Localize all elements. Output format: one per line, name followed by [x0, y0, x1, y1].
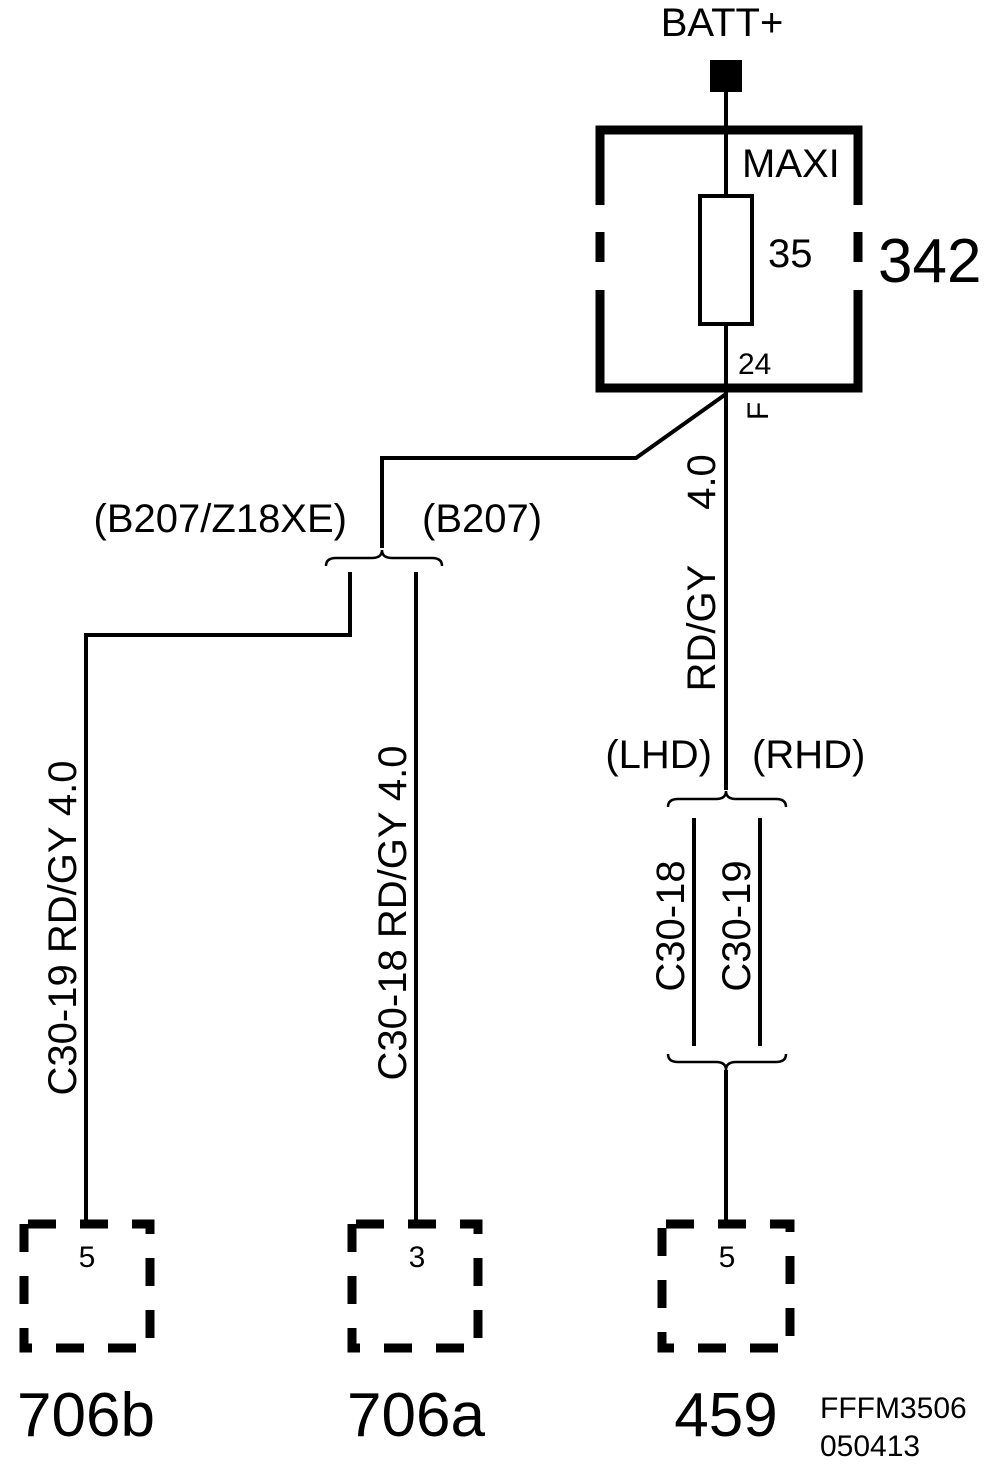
- connector-459-pin: 5: [719, 1241, 736, 1274]
- lhd-wire-label: C30-18: [649, 860, 693, 991]
- figure-code: FFFM3506: [820, 1392, 967, 1425]
- branch-706b-wire: [84, 572, 352, 1224]
- connector-706b: [19, 1219, 155, 1353]
- split-right-top-brace: [666, 790, 788, 808]
- fuse-box-342: [595, 125, 863, 393]
- batt-plus-label: BATT+: [661, 1, 784, 45]
- component-706b-label: 706b: [17, 1381, 155, 1450]
- split-right-right-label: (RHD): [752, 733, 865, 777]
- split-top-brace: [324, 549, 444, 567]
- fuse-rating: 35: [768, 232, 813, 276]
- split-top-right-label: (B207): [422, 497, 542, 541]
- fuse-terminal-number: 24: [738, 348, 771, 381]
- fuse-component-id: 342: [878, 227, 981, 296]
- connector-706a-pin: 3: [409, 1241, 426, 1274]
- connector-706b-pin: 5: [79, 1241, 96, 1274]
- split-top-left-label: (B207/Z18XE): [94, 497, 347, 541]
- branch-706a-wire-label: C30-18 RD/GY 4.0: [371, 746, 415, 1081]
- split-right-bottom-brace: [666, 1053, 788, 1071]
- split-right-left-label: (LHD): [605, 733, 712, 777]
- main-wire-size: 4.0: [680, 454, 724, 510]
- connector-706a: [347, 1219, 483, 1353]
- branch-706b-wire-label: C30-19 RD/GY 4.0: [41, 761, 85, 1096]
- fuse-terminal-side: F: [742, 402, 775, 420]
- figure-date: 050413: [820, 1430, 920, 1463]
- main-wire-color: RD/GY: [680, 565, 724, 692]
- fuse-element: [698, 194, 754, 326]
- connector-459: [657, 1219, 795, 1353]
- component-706a-label: 706a: [347, 1381, 485, 1450]
- fuse-type-label: MAXI: [742, 142, 840, 186]
- batt-terminal: [710, 60, 742, 92]
- rhd-wire-label: C30-19: [715, 860, 759, 991]
- component-459-label: 459: [674, 1381, 777, 1450]
- left-branch-wire: [380, 392, 728, 548]
